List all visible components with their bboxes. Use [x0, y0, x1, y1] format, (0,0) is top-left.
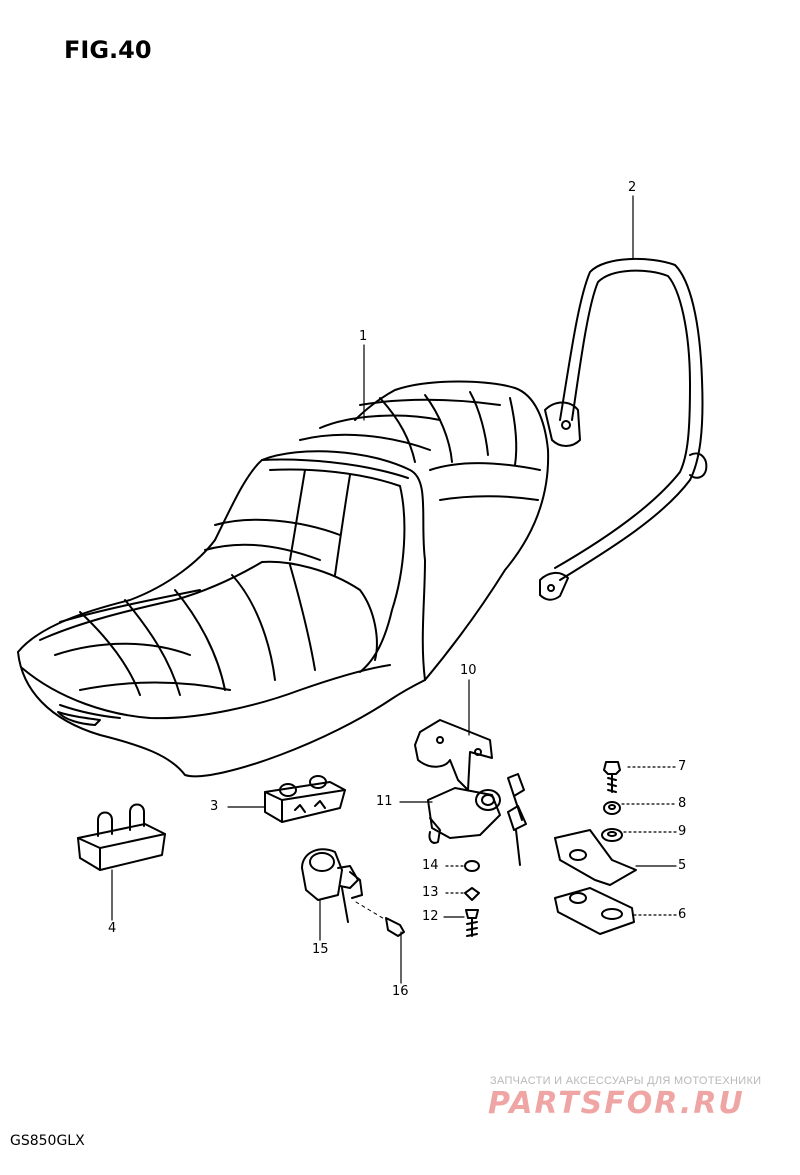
leader-lines: [112, 196, 676, 983]
callout-16: 16: [392, 984, 409, 999]
callout-9: 9: [678, 824, 687, 839]
callout-3: 3: [210, 799, 219, 814]
callout-12: 12: [422, 909, 439, 924]
seat-part-1: [18, 382, 548, 777]
callout-14: 14: [422, 858, 439, 873]
callout-13: 13: [422, 885, 439, 900]
bolt-part-7: [604, 762, 620, 792]
plate-part-5: [555, 830, 636, 885]
callout-2: 2: [628, 180, 637, 195]
lock-part-15: [302, 849, 362, 922]
callout-4: 4: [108, 921, 117, 936]
lock-part-11: [428, 774, 526, 865]
plate-part-6: [555, 888, 634, 934]
watermark-logo: PARTSFOR.RU: [488, 1086, 745, 1121]
model-code: GS850GLX: [10, 1133, 85, 1149]
hardware-parts-12-14: [465, 861, 479, 936]
washer-part-9: [602, 829, 622, 841]
callout-8: 8: [678, 796, 687, 811]
washer-part-8: [604, 802, 620, 814]
callout-5: 5: [678, 858, 687, 873]
callout-7: 7: [678, 759, 687, 774]
screw-part-16: [356, 902, 404, 936]
bumper-part-3: [265, 776, 345, 822]
callout-11: 11: [376, 794, 393, 809]
callout-10: 10: [460, 663, 477, 678]
callout-6: 6: [678, 907, 687, 922]
backrest-part-2: [540, 259, 706, 600]
figure-title: FIG.40: [64, 36, 152, 64]
bracket-part-10: [415, 720, 492, 790]
block-part-4: [78, 805, 165, 871]
watermark-text: ЗАПЧАСТИ И АКСЕССУАРЫ ДЛЯ МОТОТЕХНИКИ: [490, 1075, 762, 1087]
callout-1: 1: [359, 329, 368, 344]
callout-15: 15: [312, 942, 329, 957]
